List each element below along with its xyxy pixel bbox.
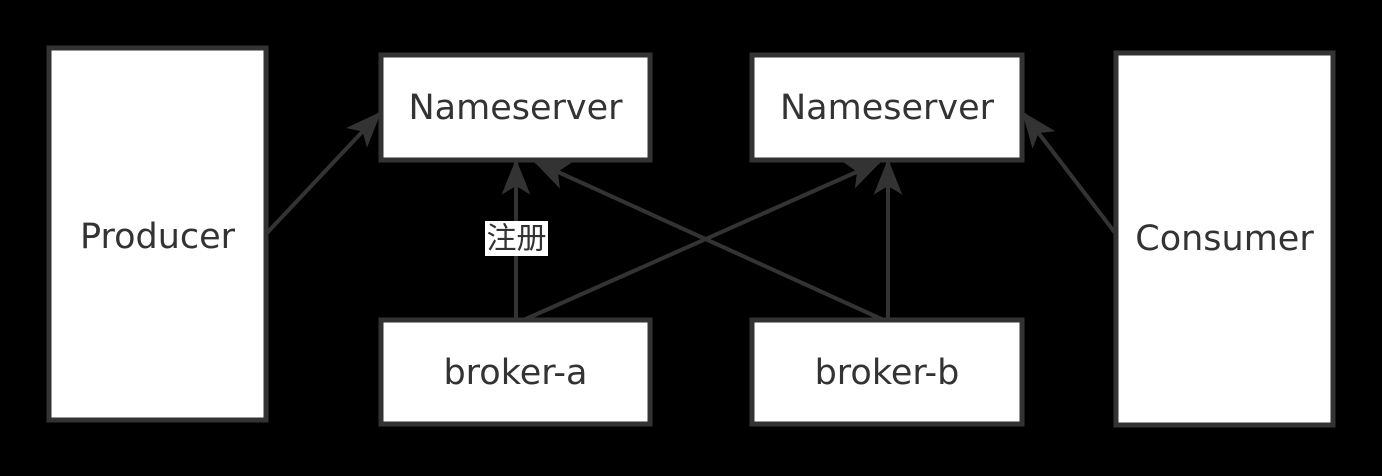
node-broker-b[interactable]: broker-b [749,317,1025,427]
node-consumer-label: Consumer [1135,219,1314,259]
node-broker-b-label: broker-b [815,353,960,393]
node-producer[interactable]: Producer [46,45,269,423]
node-nameserver-right-label: Nameserver [780,88,995,128]
node-nameserver-right[interactable]: Nameserver [749,52,1025,163]
edge-label-register: 注册 [485,221,548,257]
edge-label-register-plate [485,221,548,256]
node-consumer[interactable]: Consumer [1113,50,1336,428]
node-nameserver-left-box [378,52,653,163]
node-nameserver-left[interactable]: Nameserver [378,52,653,163]
node-broker-a[interactable]: broker-a [378,317,653,427]
edge-consumer-to-nameserver-right [1022,111,1118,236]
node-broker-a-box [378,317,653,427]
node-nameserver-right-box [749,52,1025,163]
edge-layer [264,111,1118,324]
node-broker-a-label: broker-a [443,353,587,393]
edge-broker-a-to-nameserver-right [518,160,882,324]
edge-broker-b-to-nameserver-left [533,160,889,324]
node-producer-label: Producer [80,217,236,257]
node-consumer-box [1113,50,1336,428]
node-nameserver-left-label: Nameserver [408,88,623,128]
edge-label-register-text: 注册 [487,222,547,257]
node-producer-box [46,45,269,423]
node-broker-b-box [749,317,1025,427]
edge-producer-to-nameserver-left [264,111,382,236]
